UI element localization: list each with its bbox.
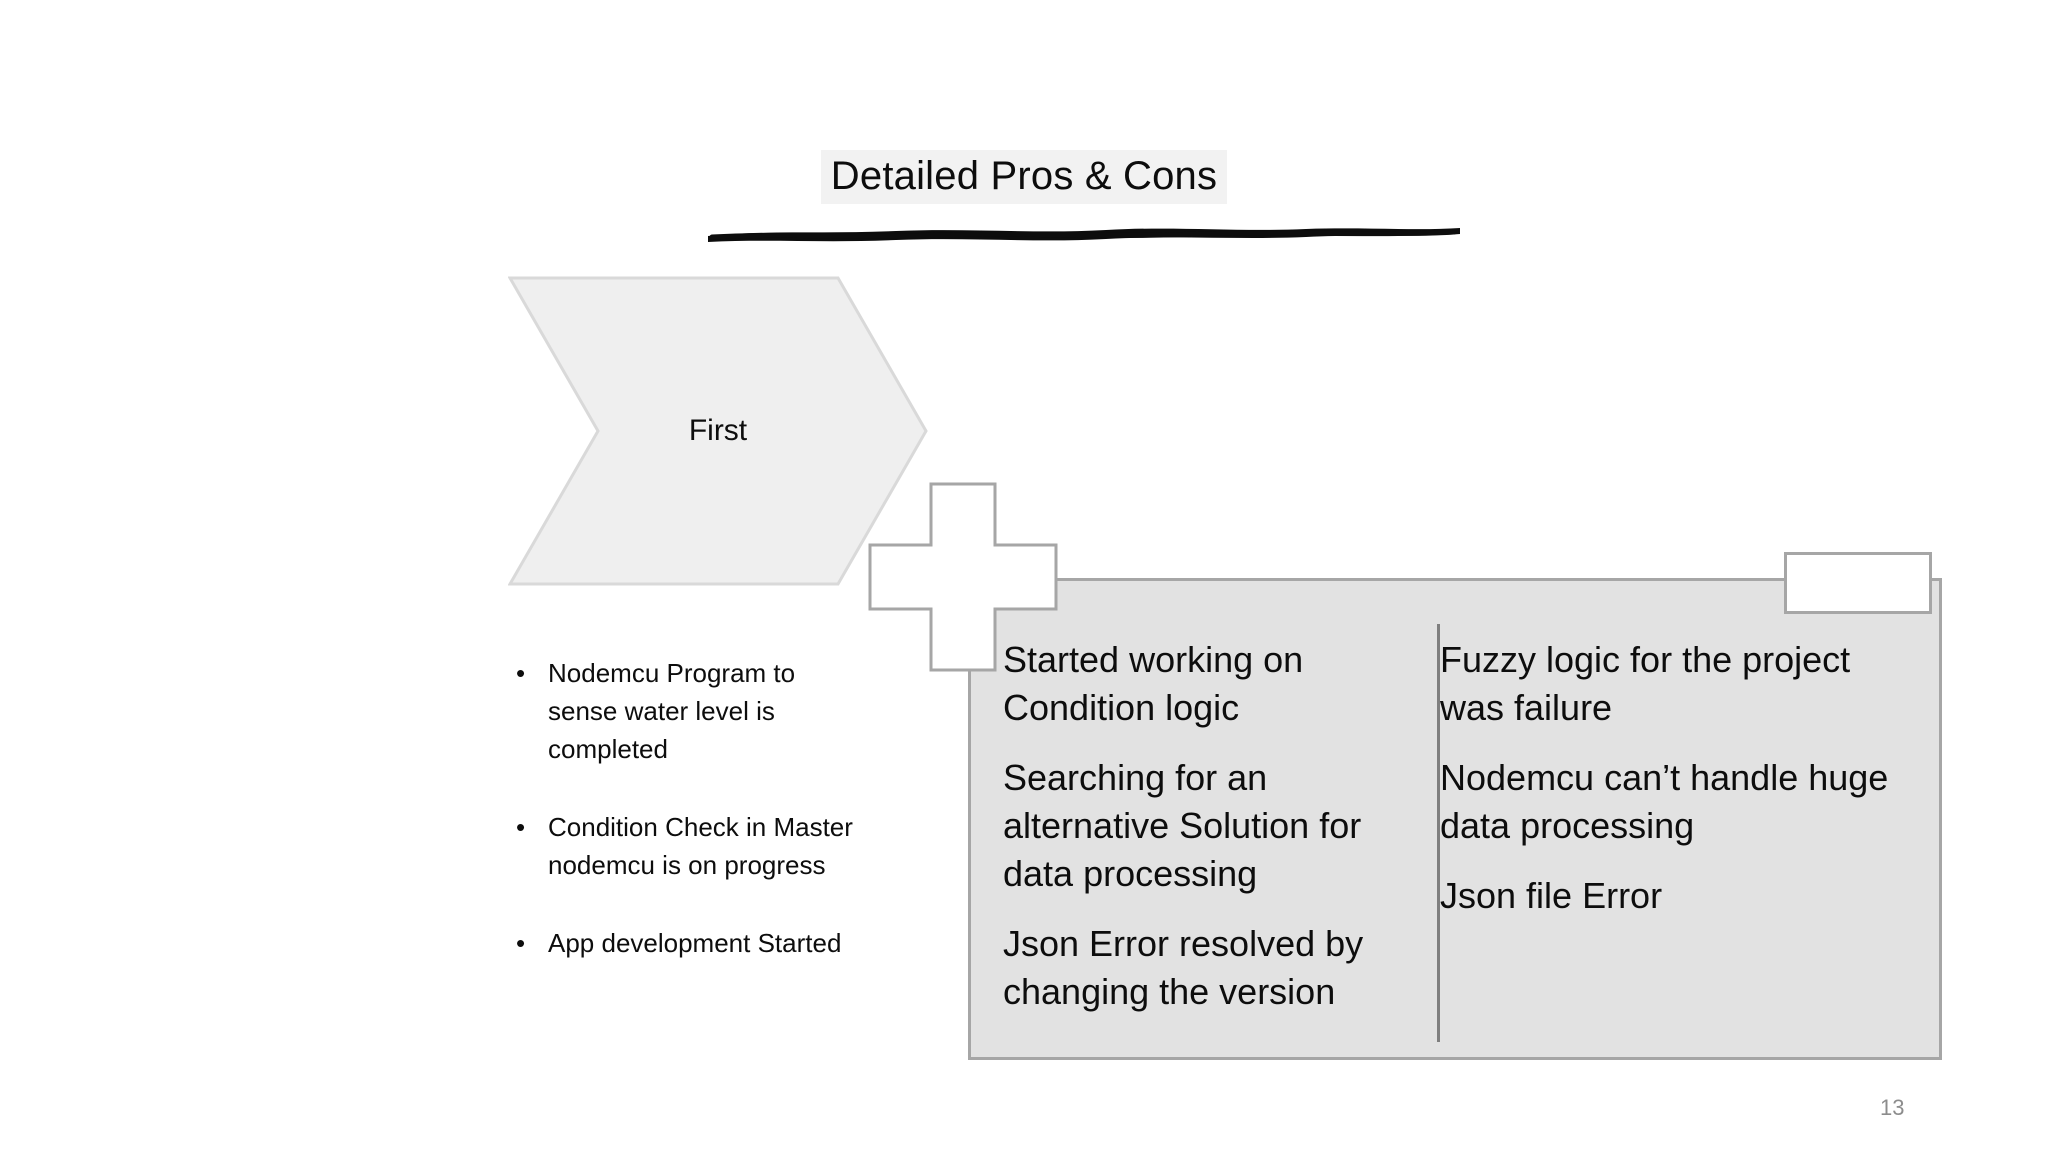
panel-left-column: Started working on Condition logic Searc…: [1003, 636, 1415, 1038]
list-item-label: Nodemcu Program to sense water level is …: [548, 658, 796, 764]
bullet-list: • Nodemcu Program to sense water level i…: [516, 654, 866, 1002]
chevron-label: First: [688, 414, 748, 447]
list-item: • Nodemcu Program to sense water level i…: [516, 654, 866, 768]
panel-left-item: Json Error resolved by changing the vers…: [1003, 923, 1364, 1012]
plus-shape-icon[interactable]: [868, 482, 1058, 672]
panel-right-item: Json file Error: [1440, 875, 1663, 916]
title-container: Detailed Pros & Cons: [0, 150, 2048, 204]
panel-right-item: Fuzzy logic for the project was failure: [1440, 639, 1851, 728]
page-number: 13: [1880, 1095, 1905, 1120]
panel-right-item: Nodemcu can’t handle huge data processin…: [1440, 757, 1889, 846]
title-underline-decoration: [708, 228, 1460, 242]
bullet-marker-icon: •: [516, 928, 526, 958]
panel-right-column: Fuzzy logic for the project was failure …: [1440, 636, 1890, 942]
panel-left-item: Started working on Condition logic: [1003, 639, 1304, 728]
list-item-label: Condition Check in Master nodemcu is on …: [548, 812, 853, 880]
panel-column-divider: [1437, 624, 1440, 1042]
chevron-label-container: First: [508, 276, 928, 586]
list-item: • App development Started: [516, 924, 866, 962]
bullet-marker-icon: •: [516, 658, 526, 688]
list-item-label: App development Started: [548, 928, 842, 958]
chevron-shape[interactable]: [508, 276, 928, 586]
corner-callout-box[interactable]: [1784, 552, 1932, 614]
list-item: • Condition Check in Master nodemcu is o…: [516, 808, 866, 884]
page-title: Detailed Pros & Cons: [820, 150, 1228, 204]
panel-left-item: Searching for an alternative Solution fo…: [1003, 757, 1362, 894]
bullet-marker-icon: •: [516, 812, 526, 842]
pros-cons-panel: [968, 578, 1942, 1060]
